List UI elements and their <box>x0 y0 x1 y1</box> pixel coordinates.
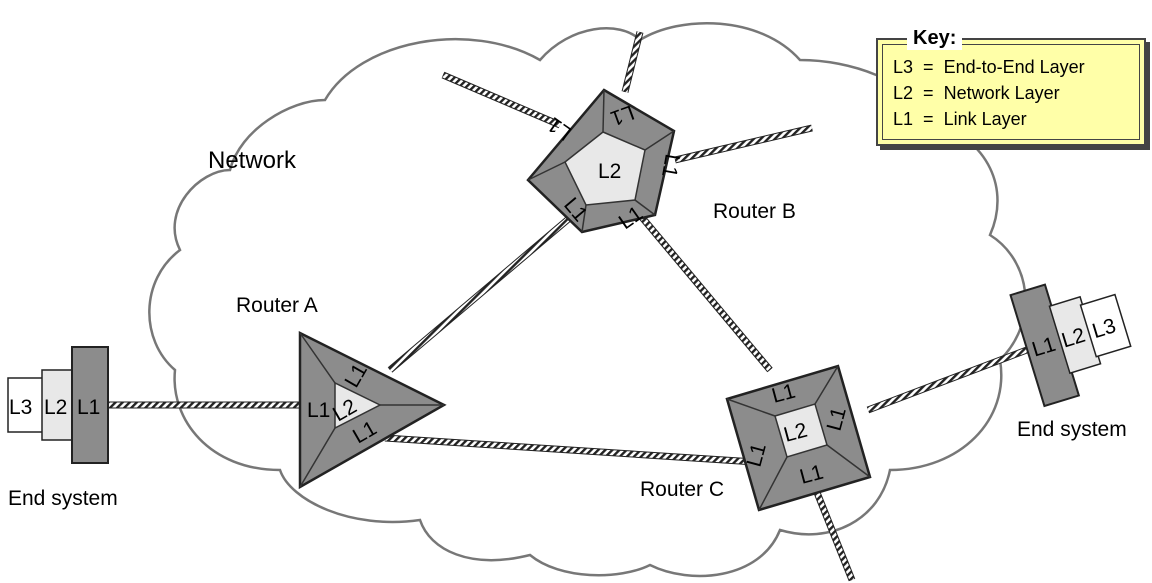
key-code: L3 <box>893 57 914 77</box>
end-system-right: L1 L2 L3 <box>1009 283 1132 408</box>
key-title: Key: <box>907 27 963 50</box>
network-label: Network <box>208 147 297 174</box>
key-row-l2: L2 = Network Layer <box>893 83 1060 104</box>
router-a: L1 L1 L1 L2 <box>298 330 447 490</box>
router-a-label: Router A <box>236 294 318 317</box>
router-b: L1 L1 L1 L1 L1 L2 <box>526 88 684 234</box>
key-meaning: Link Layer <box>943 109 1027 129</box>
end-system-left-l2: L2 <box>44 396 67 419</box>
key-code: L1 <box>893 109 914 129</box>
key-eq: = <box>923 109 934 129</box>
router-a-layer-left: L1 <box>307 399 330 422</box>
end-system-left-l1: L1 <box>77 396 100 419</box>
end-system-left-label: End system <box>8 487 118 510</box>
key-box: Key: L3 = End-to-End Layer L2 = Network … <box>876 27 1146 146</box>
end-system-left: L3 L2 L1 <box>7 346 109 464</box>
key-code: L2 <box>893 83 914 103</box>
key-inner-frame: Key: L3 = End-to-End Layer L2 = Network … <box>882 27 1140 140</box>
router-b-layer-center: L2 <box>598 160 621 183</box>
key-meaning: End-to-End Layer <box>943 57 1085 77</box>
links <box>108 31 1042 582</box>
router-b-label: Router B <box>713 200 796 223</box>
router-c: L1 L1 L1 L1 L2 <box>725 364 872 512</box>
key-row-l3: L3 = End-to-End Layer <box>893 57 1085 78</box>
key-eq: = <box>923 83 934 103</box>
router-c-label: Router C <box>640 478 724 501</box>
key-row-l1: L1 = Link Layer <box>893 109 1027 130</box>
router-b-layer-right: L1 <box>657 152 684 179</box>
end-system-right-label: End system <box>1017 418 1127 441</box>
end-system-left-l3: L3 <box>9 396 32 419</box>
key-eq: = <box>923 57 934 77</box>
key-meaning: Network Layer <box>943 83 1060 103</box>
